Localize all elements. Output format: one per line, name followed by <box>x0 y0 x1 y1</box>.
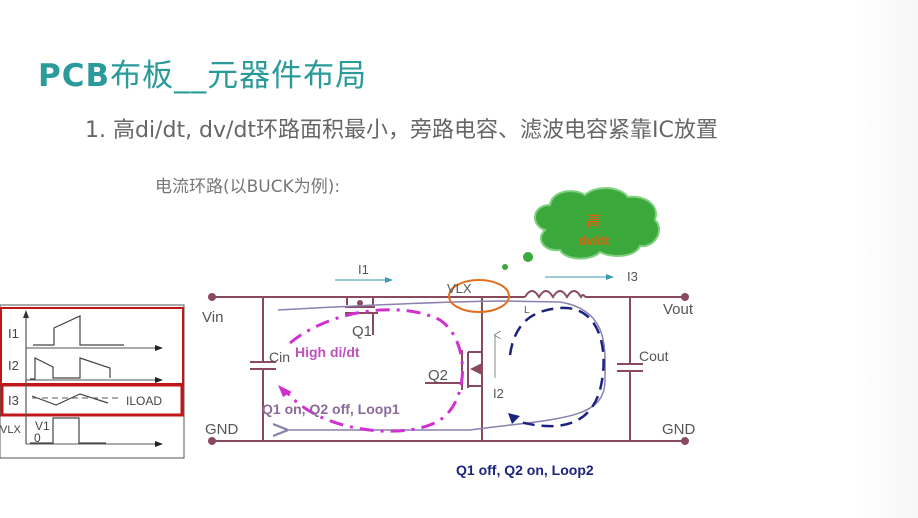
gnd-left-terminal <box>208 437 216 445</box>
label-vout: Vout <box>663 301 694 318</box>
i2-waveform <box>30 357 111 380</box>
label-i2: I2 <box>493 386 504 401</box>
i3-highlight-box <box>0 383 184 417</box>
label-loop2: Q1 off, Q2 on, Loop2 <box>456 462 594 478</box>
circuit-wires <box>212 296 685 442</box>
loop2-path <box>508 306 605 428</box>
waveform-panel: I1 I2 I3 ILOAD VLX V1 0 <box>0 304 185 459</box>
subheading: 电流环路(以BUCK为例): <box>155 177 341 197</box>
label-high-di-dt: High di/dt <box>295 344 360 360</box>
wf-label-i3: I3 <box>8 393 19 408</box>
cloud-line1: 高 <box>586 213 601 230</box>
label-vin: Vin <box>202 309 223 326</box>
dv-dt-callout-cloud: 高 dv/dt <box>502 187 660 270</box>
label-gnd-right: GND <box>662 421 696 438</box>
vout-terminal <box>681 293 689 301</box>
vin-terminal <box>208 293 216 301</box>
vlx-node-highlight <box>448 279 510 313</box>
vlx-waveform <box>30 417 106 444</box>
cloud-line2: dv/dt <box>578 233 610 248</box>
current-path-line <box>278 300 606 430</box>
label-inductor: L <box>524 305 530 316</box>
loop2-arrowhead <box>508 413 520 424</box>
waveform-frame <box>0 304 185 459</box>
i1-i2-highlight-box <box>0 307 184 385</box>
label-i3: I3 <box>627 269 638 284</box>
inductor-symbol <box>524 290 586 300</box>
wf-label-vlx: VLX <box>0 424 21 436</box>
label-loop1: Q1 on, Q2 off, Loop1 <box>262 401 400 417</box>
i1-waveform <box>33 315 124 346</box>
loop1-path <box>283 308 464 433</box>
q2-body-diode-arrow <box>470 363 482 375</box>
gnd-right-terminal <box>681 437 689 445</box>
wf-label-iload: ILOAD <box>126 394 162 408</box>
label-q1: Q1 <box>352 323 372 340</box>
wf-label-zero: 0 <box>34 431 41 445</box>
wf-label-i1: I1 <box>8 326 19 341</box>
label-cin: Cin <box>269 349 290 365</box>
wf-label-i2: I2 <box>8 358 19 373</box>
label-gnd-left: GND <box>205 421 239 438</box>
title-latin: PCB <box>38 58 111 94</box>
bullet-point-1: 1. 高di/dt, dv/dt环路面积最小，旁路电容、滤波电容紧靠IC放置 <box>85 118 718 143</box>
slide-title: PCB布板__元器件布局 <box>38 50 367 95</box>
label-q2: Q2 <box>428 367 448 384</box>
i3-waveform <box>31 393 109 406</box>
wf-label-v1: V1 <box>35 419 50 433</box>
label-cout: Cout <box>639 348 669 364</box>
loop1-arrowhead <box>278 385 292 397</box>
label-i1: I1 <box>358 262 369 277</box>
title-cjk: 布板__元器件布局 <box>110 58 368 94</box>
label-vlx: VLX <box>447 281 472 296</box>
